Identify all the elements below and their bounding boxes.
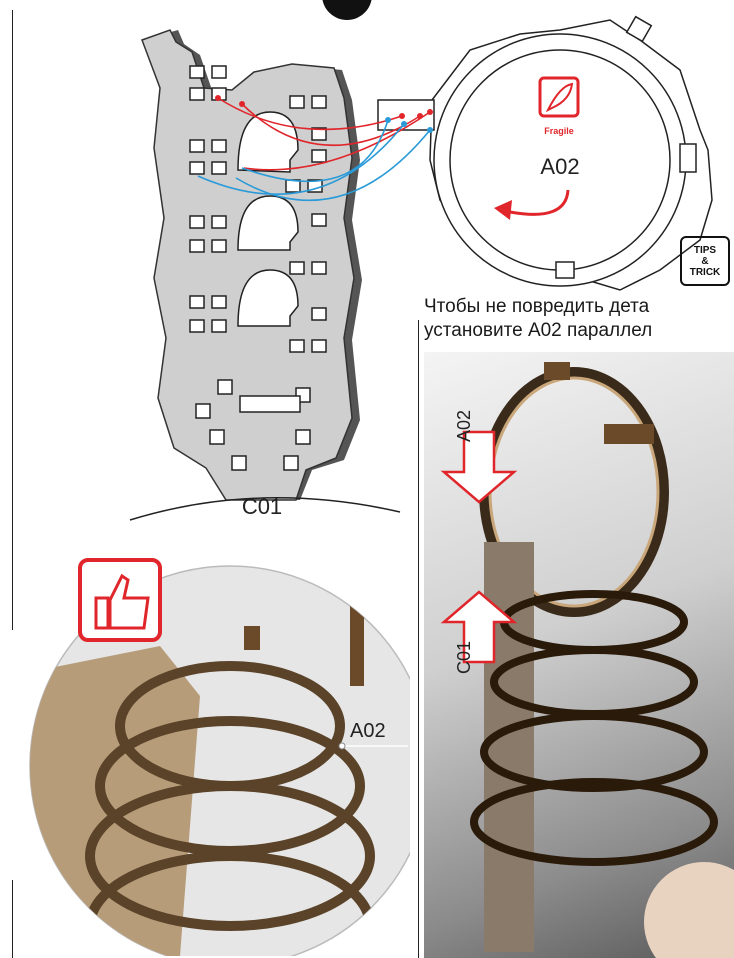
a02-part-label: A02 [540,154,579,179]
fragile-leaf-icon [540,78,578,116]
instruction-line-1: Чтобы не повредить дета [424,296,734,318]
tips-trick-badge: TIPS & TRICK [680,236,730,286]
instruction-line-2: установите A02 параллел [424,320,734,342]
fragile-label: Fragile [544,126,574,136]
callout-a02-label: A02 [350,720,386,743]
thumbs-up-icon [80,560,160,640]
assembly-photo-left: A02 [10,556,410,956]
c01-arch-cutouts [238,112,298,326]
arrow-a02-label: A02 [454,410,475,442]
a02-arrow-icon [444,432,514,502]
tips-line1: TIPS [694,245,716,256]
assembly-photo-left-art [10,556,410,956]
tips-line3: TRICK [690,267,721,278]
c01-part-label: C01 [242,494,282,519]
assembly-photo-right: A02 C01 [424,352,734,958]
tips-line2: & [701,256,708,267]
arrow-c01-label: C01 [454,641,475,674]
